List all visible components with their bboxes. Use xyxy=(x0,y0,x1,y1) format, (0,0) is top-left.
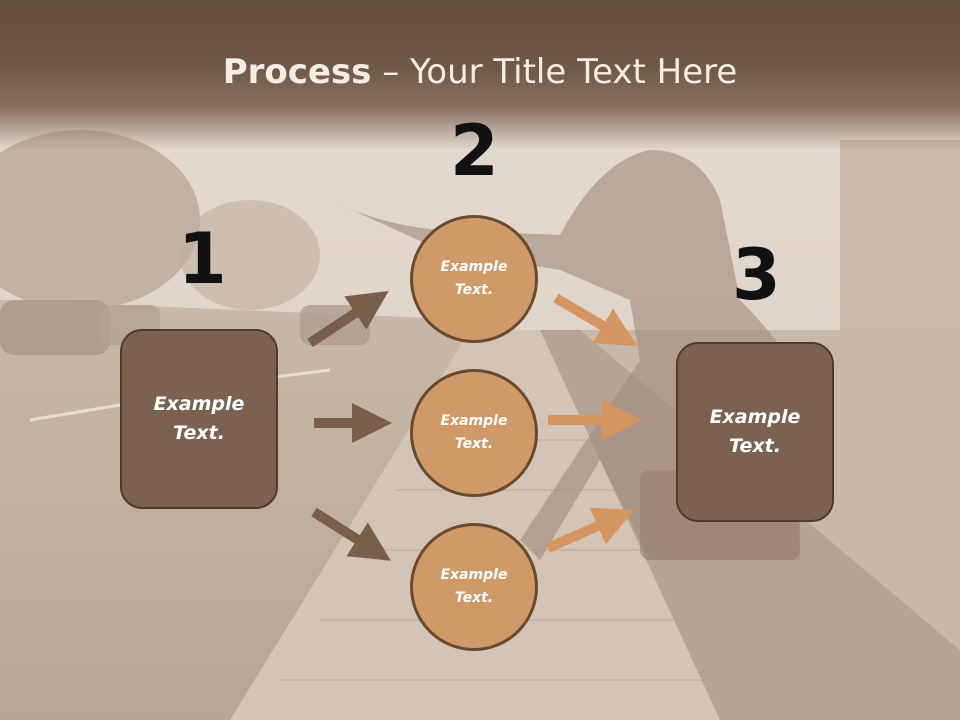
arrow-left-up xyxy=(307,290,389,348)
right-box-text: Example Text. xyxy=(709,406,801,457)
step-number-3: 3 xyxy=(732,234,781,316)
circle-middle[interactable]: Example Text. xyxy=(410,369,538,497)
circle-top-text: Example Text. xyxy=(440,259,508,298)
title-bold: Process xyxy=(222,52,372,92)
left-box-text: Example Text. xyxy=(153,393,245,444)
circle-top[interactable]: Example Text. xyxy=(410,215,538,343)
slide-title[interactable]: Process – Your Title Text Here xyxy=(0,52,960,92)
title-rest: – Your Title Text Here xyxy=(371,52,738,92)
step-number-1: 1 xyxy=(178,218,227,300)
circle-bottom-text: Example Text. xyxy=(440,567,508,606)
left-text-box[interactable]: Example Text. xyxy=(120,329,278,509)
arrow-right-up xyxy=(545,507,635,553)
circle-middle-text: Example Text. xyxy=(440,413,508,452)
circle-bottom[interactable]: Example Text. xyxy=(410,523,538,651)
arrow-right-down xyxy=(553,293,638,347)
title-bar xyxy=(0,0,960,150)
step-number-2: 2 xyxy=(450,110,499,192)
right-text-box[interactable]: Example Text. xyxy=(676,342,834,522)
arrow-left-down xyxy=(311,507,391,561)
